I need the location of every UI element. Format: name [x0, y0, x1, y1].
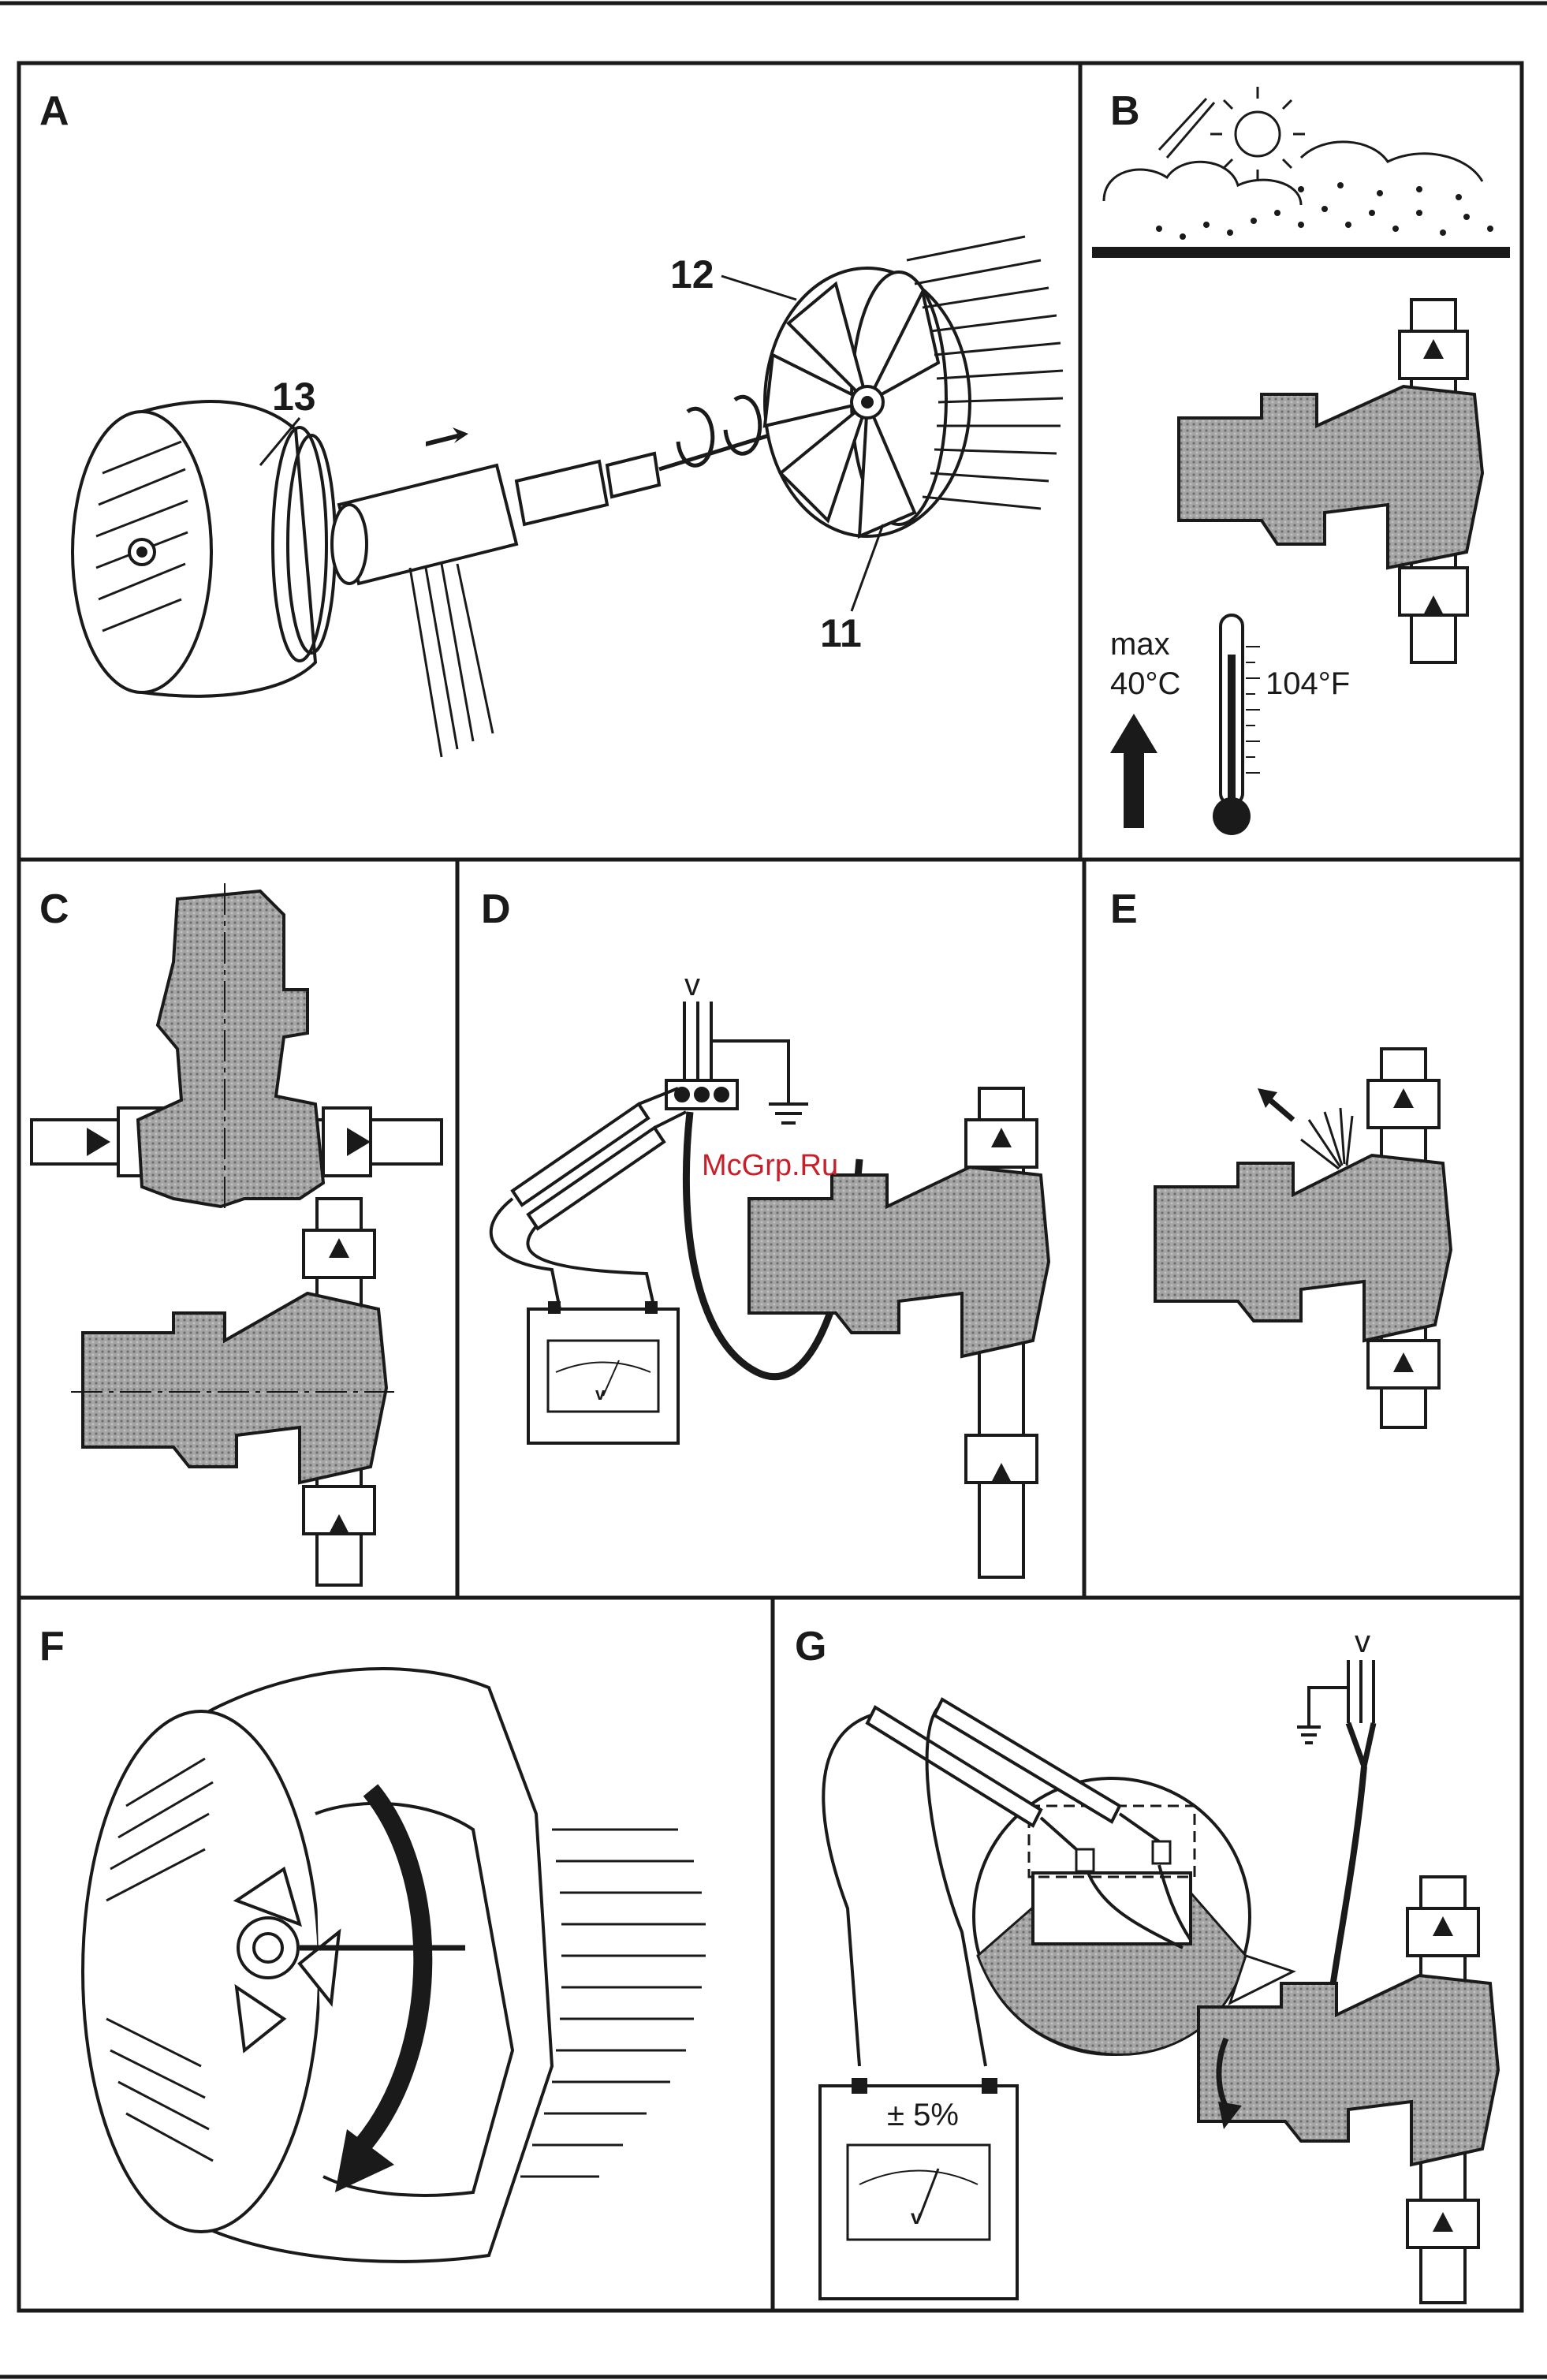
snap-rings — [678, 397, 760, 465]
panel-b: B — [1092, 87, 1510, 835]
temp-max-label: max — [1110, 627, 1170, 662]
panel-f: F — [39, 1624, 706, 2262]
test-probes-d — [491, 1088, 686, 1309]
pump-icon-c-vertical — [32, 883, 442, 1214]
up-arrow-icon — [1110, 714, 1157, 828]
motor-end-cover — [73, 401, 335, 696]
panel-d-letter: D — [481, 886, 511, 932]
pump-icon-e — [1155, 1049, 1451, 1427]
motor-housing-f — [83, 1669, 552, 2262]
part-11-label: 11 — [820, 611, 862, 655]
air-vent-spray-icon — [1258, 1088, 1352, 1169]
pump-icon-b — [1179, 300, 1482, 662]
supply-voltage-label-d: v — [684, 968, 700, 1002]
panel-a: A 13 — [39, 88, 1063, 757]
supply-voltage-label-g: v — [1355, 1625, 1370, 1659]
panel-e-letter: E — [1110, 886, 1138, 932]
voltmeter-unit-d: v — [595, 1384, 606, 1404]
panel-g: G v — [795, 1624, 1498, 2303]
supply-cable-g — [1297, 1660, 1374, 1987]
weather-cloud-rain-icon — [1104, 99, 1493, 240]
pump-icon-c-horizontal — [71, 1199, 394, 1585]
panel-d: D v — [481, 886, 1049, 1577]
part-13-label: 13 — [272, 375, 316, 419]
panel-c: C — [32, 883, 442, 1585]
supply-cables — [410, 564, 493, 757]
ground-symbol-icon — [769, 1104, 808, 1123]
ground-bar — [1092, 247, 1510, 258]
voltmeter-d: v — [528, 1301, 678, 1443]
tolerance-label: ± 5% — [887, 2098, 959, 2132]
voltmeter-unit-g: v — [911, 2205, 923, 2229]
part-12-label: 12 — [670, 252, 714, 297]
panel-b-letter: B — [1110, 88, 1140, 134]
watermark: McGrp.Ru — [702, 1149, 838, 1182]
temp-celsius-label: 40°C — [1110, 666, 1180, 701]
thermometer-icon — [1213, 615, 1260, 835]
panel-g-letter: G — [795, 1624, 826, 1669]
panel-e: E — [1110, 886, 1451, 1427]
terminal-block-d — [666, 1002, 788, 1109]
temp-fahrenheit-label: 104°F — [1266, 666, 1350, 701]
panel-f-letter: F — [39, 1624, 65, 1669]
voltmeter-g: ± 5% v — [820, 2078, 1017, 2299]
panel-c-letter: C — [39, 886, 69, 932]
panel-a-letter: A — [39, 88, 69, 134]
